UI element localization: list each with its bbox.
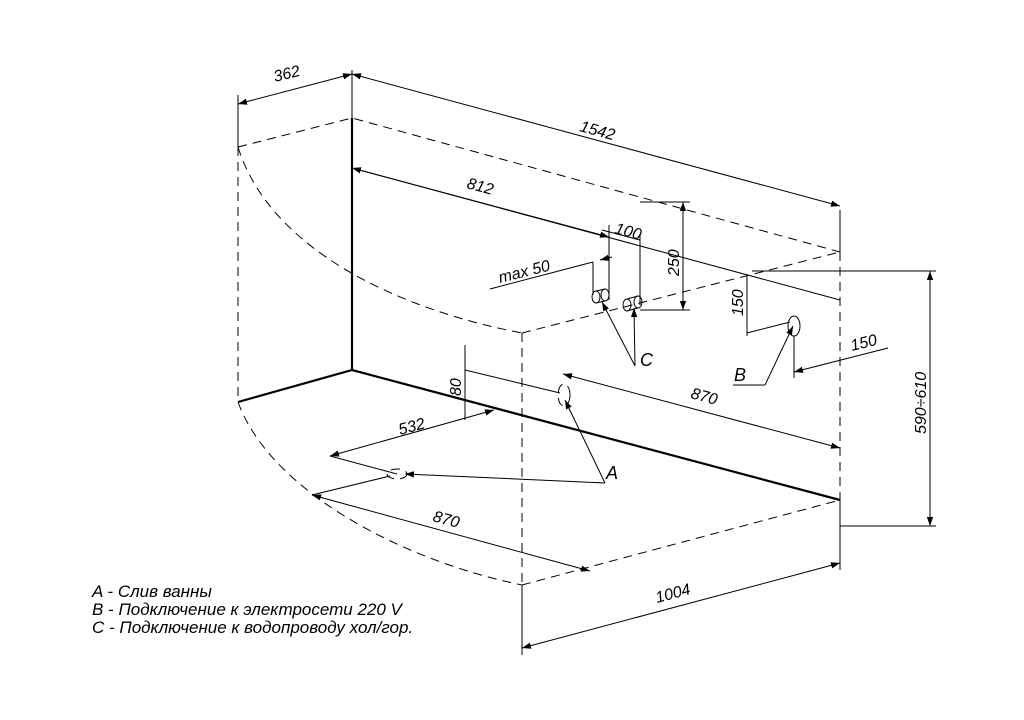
electrical-outlet: B (733, 315, 801, 386)
dimension-1004: 1004 (521, 500, 841, 655)
legend-item-a: A - Слив ванны (92, 582, 212, 601)
dim-max50-label: max 50 (497, 258, 552, 287)
dim-150-vertical-label: 150 (730, 289, 747, 316)
bottom-front-edge (521, 499, 841, 586)
dim-870-right-label: 870 (689, 385, 719, 408)
dimension-812: 812 (351, 167, 610, 300)
dim-250-label: 250 (666, 249, 683, 277)
dimension-590-610: 590÷610 (752, 270, 936, 527)
bottom-curve (237, 401, 523, 586)
dim-532-label: 532 (397, 416, 427, 439)
dimension-1542: 1542 (351, 73, 841, 252)
left-floor-edge (237, 368, 353, 404)
drain-assembly: A (386, 383, 618, 484)
legend-item-b: B - Подключение к электросети 220 V (92, 600, 402, 619)
dimension-100: 100 (601, 220, 643, 305)
dimension-250: 250 (640, 201, 690, 311)
dimension-150-horizontal: 150 (793, 332, 889, 378)
top-rim-front (521, 251, 841, 334)
dim-870-left-label: 870 (431, 508, 461, 531)
water-connector-right-icon (622, 298, 632, 312)
top-rim-back (237, 117, 841, 253)
dimension-max-50: max 50 (489, 254, 613, 295)
dimension-532: 532 (329, 409, 495, 475)
dim-80-label: 80 (448, 378, 465, 396)
marker-c: C (640, 350, 654, 370)
legend-item-c: C - Подключение к водопроводу хол/гор. (92, 618, 414, 637)
dimension-870-right: 870 (464, 369, 841, 449)
marker-b: B (734, 365, 746, 385)
dim-590-610-label: 590÷610 (913, 372, 930, 434)
marker-a: A (605, 463, 618, 483)
legend: A - Слив ванны B - Подключение к электро… (92, 583, 413, 637)
water-connector-left-icon (591, 290, 601, 304)
dim-362-label: 362 (272, 63, 302, 86)
dim-1004-label: 1004 (654, 581, 693, 607)
water-connectors: C (591, 288, 654, 370)
bathtub-outline (237, 117, 841, 586)
dim-100-label: 100 (613, 220, 643, 243)
dimension-362: 362 (237, 63, 353, 147)
dimension-150-vertical: 150 (730, 276, 791, 336)
top-rim-curve (237, 146, 523, 334)
drain-back-icon (557, 383, 571, 407)
dimension-80: 80 (448, 345, 466, 420)
back-floor-edge (351, 368, 841, 502)
dimension-870-left: 870 (311, 475, 591, 572)
dim-812-label: 812 (465, 175, 495, 198)
dim-150-horizontal-label: 150 (849, 332, 879, 355)
